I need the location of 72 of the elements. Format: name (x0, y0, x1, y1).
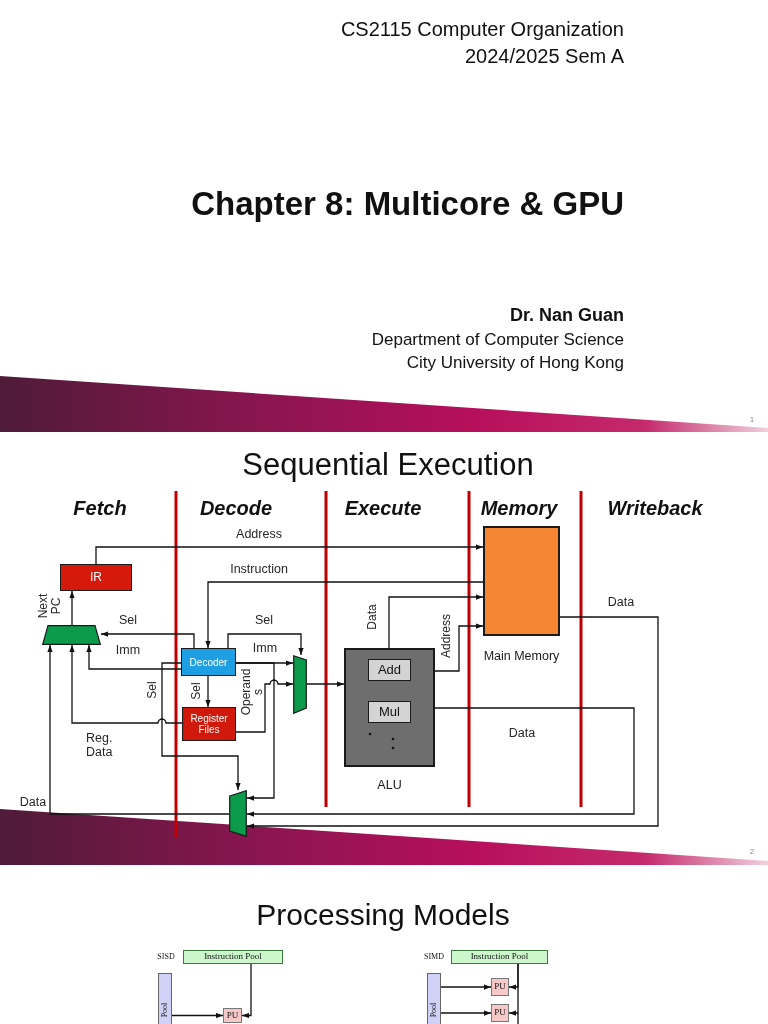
stage-header: Execute (344, 497, 422, 520)
edge-label: Next PC (36, 592, 64, 620)
connector-arrow (69, 644, 183, 724)
connector-arrow (235, 662, 275, 801)
multiplexer-symbol (229, 790, 247, 837)
edge-label: Address (236, 528, 282, 542)
stage-header: Memory (480, 497, 558, 520)
connector-arrow (86, 644, 182, 670)
connector-arrow (47, 644, 230, 815)
stage-header: Fetch (73, 497, 127, 520)
edge-label: Reg. Data (86, 732, 114, 760)
connector-arrow (388, 594, 484, 649)
connector-arrow (100, 631, 195, 649)
multiplexer-symbol (293, 655, 307, 714)
edge-label: Operands (239, 667, 264, 717)
function-unit-box: Add (368, 659, 411, 681)
connector-arrow (227, 633, 304, 656)
edge-label: Imm (115, 644, 141, 658)
edge-label: Instruction (230, 563, 288, 577)
page-number: 1 (749, 415, 755, 425)
edge-label: Data (366, 604, 380, 630)
university-text: City University of Hong Kong (406, 353, 624, 373)
instruction-pool-box: Instruction Pool (451, 950, 548, 964)
data-pool-box: Pool (158, 973, 172, 1024)
edge-label: Sel (254, 614, 274, 628)
edge-label: Sel (118, 614, 138, 628)
edge-label: Sel (146, 681, 160, 699)
memory-label: Main Memory (483, 650, 560, 664)
connector-arrow (440, 1010, 492, 1016)
author-name: Dr. Nan Guan (509, 305, 624, 326)
edge-label: Imm (252, 642, 278, 656)
connector-arrow (508, 963, 519, 1016)
alu-label: ALU (377, 779, 402, 793)
edge-label: Data (508, 727, 536, 741)
slide-title: Processing Models (256, 898, 510, 933)
slide-title: Sequential Execution (242, 447, 534, 483)
connector-arrow (246, 707, 635, 817)
data-pool-box: Pool (427, 973, 441, 1024)
edge-label: Address (440, 614, 454, 658)
stage-header: Decode (199, 497, 273, 520)
model-label: SIMD (424, 952, 444, 962)
edge-label: Data (19, 796, 47, 810)
connector-arrow (306, 681, 345, 687)
connector-arrow (205, 675, 211, 708)
edge-label: Data (607, 596, 635, 610)
slide-title: Chapter 8: Multicore & GPU (191, 185, 624, 223)
connector-arrow (205, 581, 484, 649)
connector-arrow (69, 590, 75, 626)
register-box: IR (60, 564, 132, 591)
connector-arrow (246, 616, 659, 829)
department-text: Department of Computer Science (371, 330, 624, 350)
register-file-box: Register Files (182, 707, 236, 741)
stage-header: Writeback (607, 497, 703, 520)
course-title: CS2115 Computer Organization (340, 18, 624, 41)
model-label: SISD (157, 952, 175, 962)
function-unit-box: Mul (368, 701, 411, 723)
multiplexer-symbol (42, 625, 101, 645)
decoder-box: Decoder (181, 648, 236, 676)
connector-arrow (434, 623, 484, 672)
connector-arrow (161, 662, 241, 791)
processing-unit-box: PU (491, 978, 509, 996)
connector-arrow (95, 544, 484, 565)
instruction-pool-box: Instruction Pool (183, 950, 283, 964)
edge-label: Sel (190, 682, 204, 700)
connector-arrow (440, 984, 492, 990)
connector-arrow (241, 963, 252, 1019)
page-number: 2 (749, 847, 755, 857)
connector-arrow (171, 1012, 224, 1019)
connector-arrow (235, 679, 294, 733)
semester-text: 2024/2025 Sem A (465, 45, 624, 68)
processing-unit-box: PU (223, 1008, 242, 1023)
processing-unit-box: PU (491, 1004, 509, 1022)
